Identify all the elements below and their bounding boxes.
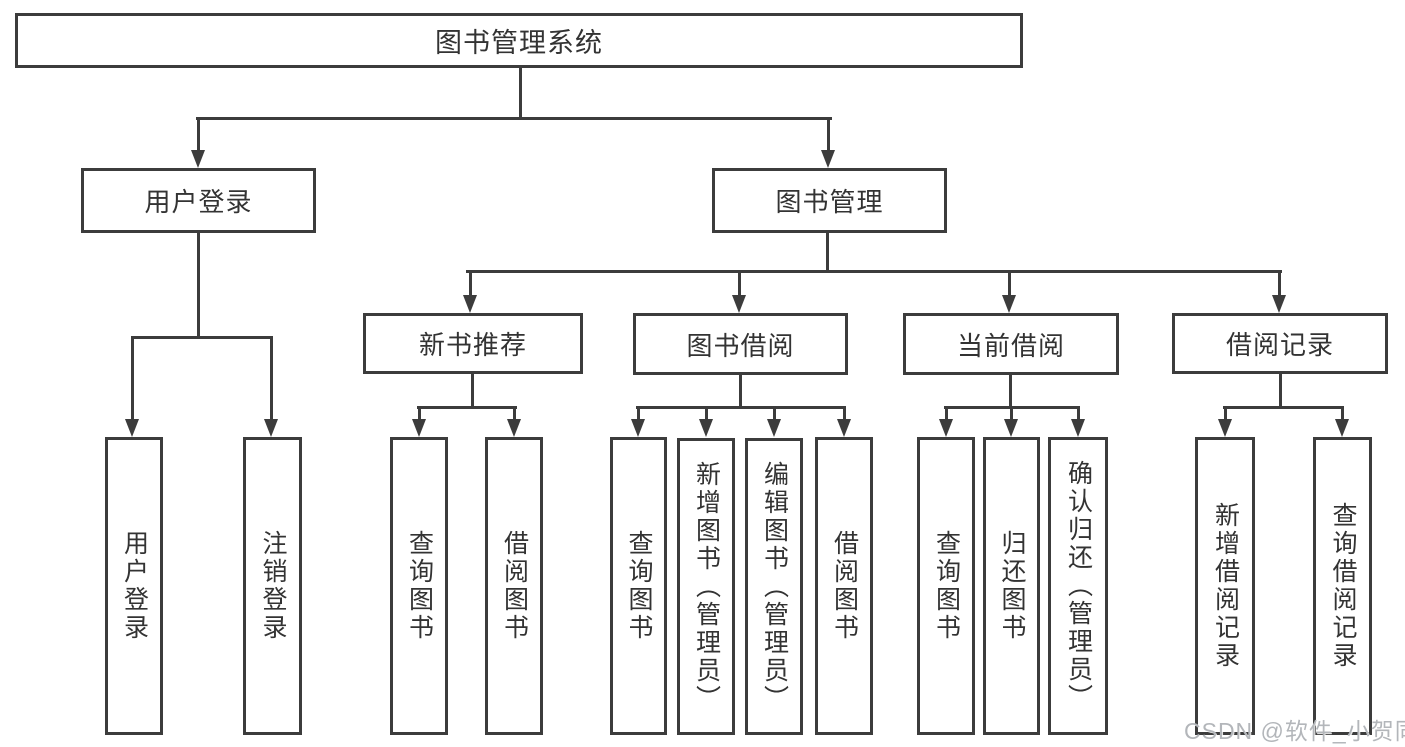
- leaf-bb-add-book-admin: 新增图书（管理员）: [677, 438, 735, 735]
- connector-drop: [843, 406, 846, 422]
- leaf-bb-query-book: 查询图书: [610, 437, 667, 735]
- connector-drop: [1278, 270, 1281, 297]
- connector-drop: [738, 270, 741, 297]
- connector-bar: [466, 270, 1282, 273]
- connector-drop: [945, 406, 948, 422]
- leaf-cb-confirm-return-admin: 确认归还（管理员）: [1048, 437, 1108, 735]
- connector-drop: [1224, 406, 1227, 422]
- leaf-bb-edit-book-admin: 编辑图书（管理员）: [745, 438, 803, 735]
- connector-drop: [827, 117, 830, 152]
- connector-drop: [418, 406, 421, 422]
- arrow-down-icon: [939, 419, 953, 437]
- node-current-borrow: 当前借阅: [903, 313, 1119, 375]
- connector-bar: [417, 406, 517, 409]
- arrow-down-icon: [821, 150, 835, 168]
- leaf-user-login: 用户登录: [105, 437, 163, 735]
- csdn-watermark: CSDN @软件_小贺同学: [1184, 718, 1405, 744]
- connector-drop: [513, 406, 516, 422]
- arrow-down-icon: [1335, 419, 1349, 437]
- arrow-down-icon: [699, 419, 713, 437]
- leaf-logout: 注销登录: [243, 437, 302, 735]
- arrow-down-icon: [191, 150, 205, 168]
- leaf-cb-query-book: 查询图书: [917, 437, 975, 735]
- arrow-down-icon: [631, 419, 645, 437]
- connector-bar: [636, 406, 846, 409]
- node-book-management: 图书管理: [712, 168, 947, 233]
- connector-stem: [1279, 374, 1282, 409]
- arrow-down-icon: [1071, 419, 1085, 437]
- arrow-down-icon: [412, 419, 426, 437]
- connector-drop: [705, 406, 708, 422]
- connector-bar: [1223, 406, 1344, 409]
- arrow-down-icon: [507, 419, 521, 437]
- connector-drop: [270, 336, 273, 421]
- arrow-down-icon: [732, 295, 746, 313]
- arrow-down-icon: [125, 419, 139, 437]
- node-book-borrow: 图书借阅: [633, 313, 848, 375]
- arrow-down-icon: [1272, 295, 1286, 313]
- connector-drop: [773, 406, 776, 422]
- leaf-nb-query-book: 查询图书: [390, 437, 448, 735]
- connector-drop: [1341, 406, 1344, 422]
- connector-stem: [1009, 375, 1012, 409]
- connector-drop: [1077, 406, 1080, 422]
- node-library-system: 图书管理系统: [15, 13, 1023, 68]
- leaf-br-add-record: 新增借阅记录: [1195, 437, 1255, 735]
- connector-drop: [1010, 406, 1013, 422]
- connector-stem: [471, 374, 474, 409]
- arrow-down-icon: [1004, 419, 1018, 437]
- arrow-down-icon: [264, 419, 278, 437]
- leaf-nb-borrow-book: 借阅图书: [485, 437, 543, 735]
- leaf-bb-borrow-book: 借阅图书: [815, 437, 873, 735]
- connector-drop: [131, 336, 134, 421]
- connector-stem: [197, 233, 200, 339]
- node-user-login: 用户登录: [81, 168, 316, 233]
- arrow-down-icon: [837, 419, 851, 437]
- connector-drop: [469, 270, 472, 297]
- leaf-br-query-record: 查询借阅记录: [1313, 437, 1372, 735]
- connector-bar: [131, 336, 273, 339]
- connector-drop: [637, 406, 640, 422]
- node-borrow-records: 借阅记录: [1172, 313, 1388, 374]
- arrow-down-icon: [1002, 295, 1016, 313]
- connector-stem: [739, 375, 742, 409]
- node-new-book-recommend: 新书推荐: [363, 313, 583, 374]
- connector-drop: [197, 117, 200, 152]
- arrow-down-icon: [1218, 419, 1232, 437]
- leaf-cb-return-book: 归还图书: [983, 437, 1040, 735]
- arrow-down-icon: [767, 419, 781, 437]
- connector-stem: [826, 233, 829, 273]
- connector-root-bar: [196, 117, 832, 120]
- arrow-down-icon: [463, 295, 477, 313]
- connector-root-stem: [519, 68, 522, 120]
- connector-drop: [1008, 270, 1011, 297]
